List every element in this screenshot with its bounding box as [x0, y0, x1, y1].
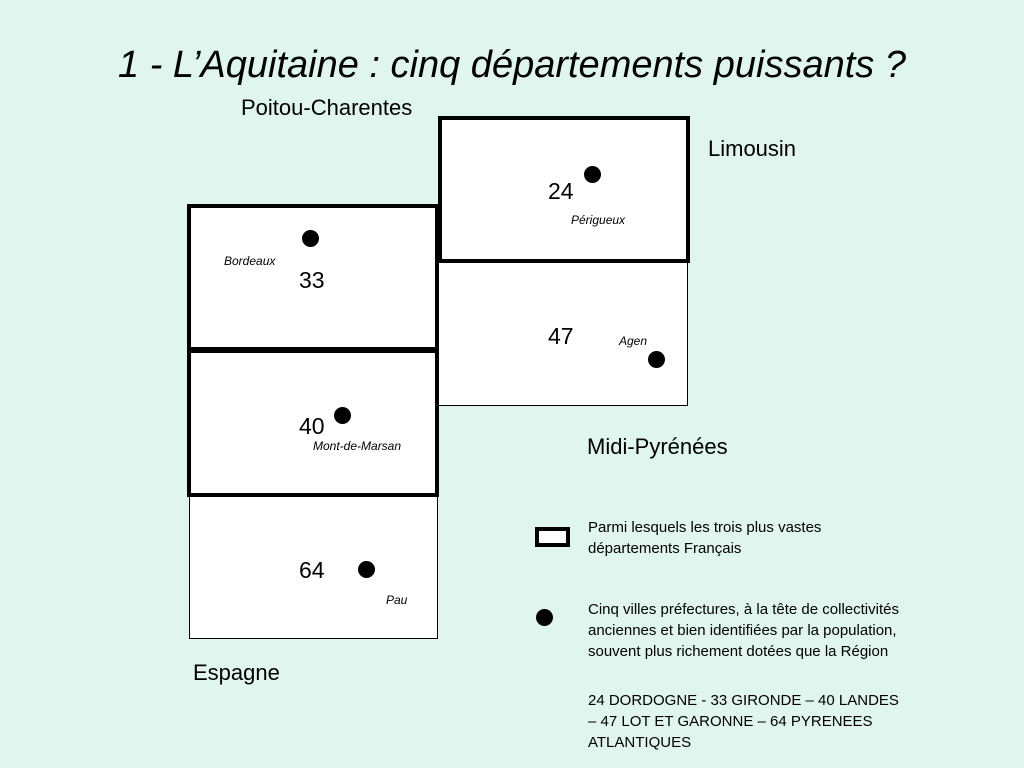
- department-number-40: 40: [299, 413, 325, 439]
- legend-dot-text: Cinq villes préfectures, à la tête de co…: [588, 601, 899, 660]
- department-47: [438, 261, 688, 406]
- legend-dot-symbol: [536, 609, 553, 626]
- prefecture-dot-64: [358, 561, 375, 578]
- department-24: [438, 116, 690, 263]
- prefecture-dot-47: [648, 351, 665, 368]
- department-number-24: 24: [548, 178, 574, 204]
- region-label-south: Espagne: [193, 660, 280, 685]
- prefecture-name-24: Périgueux: [571, 213, 626, 227]
- prefecture-name-33: Bordeaux: [224, 254, 276, 268]
- department-33: [187, 204, 439, 351]
- region-label-southeast: Midi-Pyrénées: [587, 434, 728, 459]
- prefecture-dot-24: [584, 166, 601, 183]
- prefecture-dot-33: [302, 230, 319, 247]
- department-number-64: 64: [299, 557, 325, 583]
- region-label-east: Limousin: [708, 136, 797, 161]
- region-label-north: Poitou-Charentes: [241, 95, 413, 120]
- department-number-47: 47: [548, 323, 574, 349]
- prefecture-name-40: Mont-de-Marsan: [313, 439, 402, 453]
- department-number-33: 33: [299, 267, 325, 293]
- page-title: 1 - L’Aquitaine : cinq départements puis…: [118, 44, 906, 86]
- department-40: [187, 349, 439, 497]
- legend-box-text: Parmi lesquels les trois plus vastes dép…: [588, 519, 822, 557]
- prefecture-name-64: Pau: [386, 593, 408, 607]
- legend-box-symbol: [535, 527, 570, 547]
- legend-key-text: 24 DORDOGNE - 33 GIRONDE – 40 LANDES – 4…: [588, 692, 899, 751]
- prefecture-dot-40: [334, 407, 351, 424]
- prefecture-name-47: Agen: [619, 334, 648, 348]
- department-64: [189, 494, 438, 639]
